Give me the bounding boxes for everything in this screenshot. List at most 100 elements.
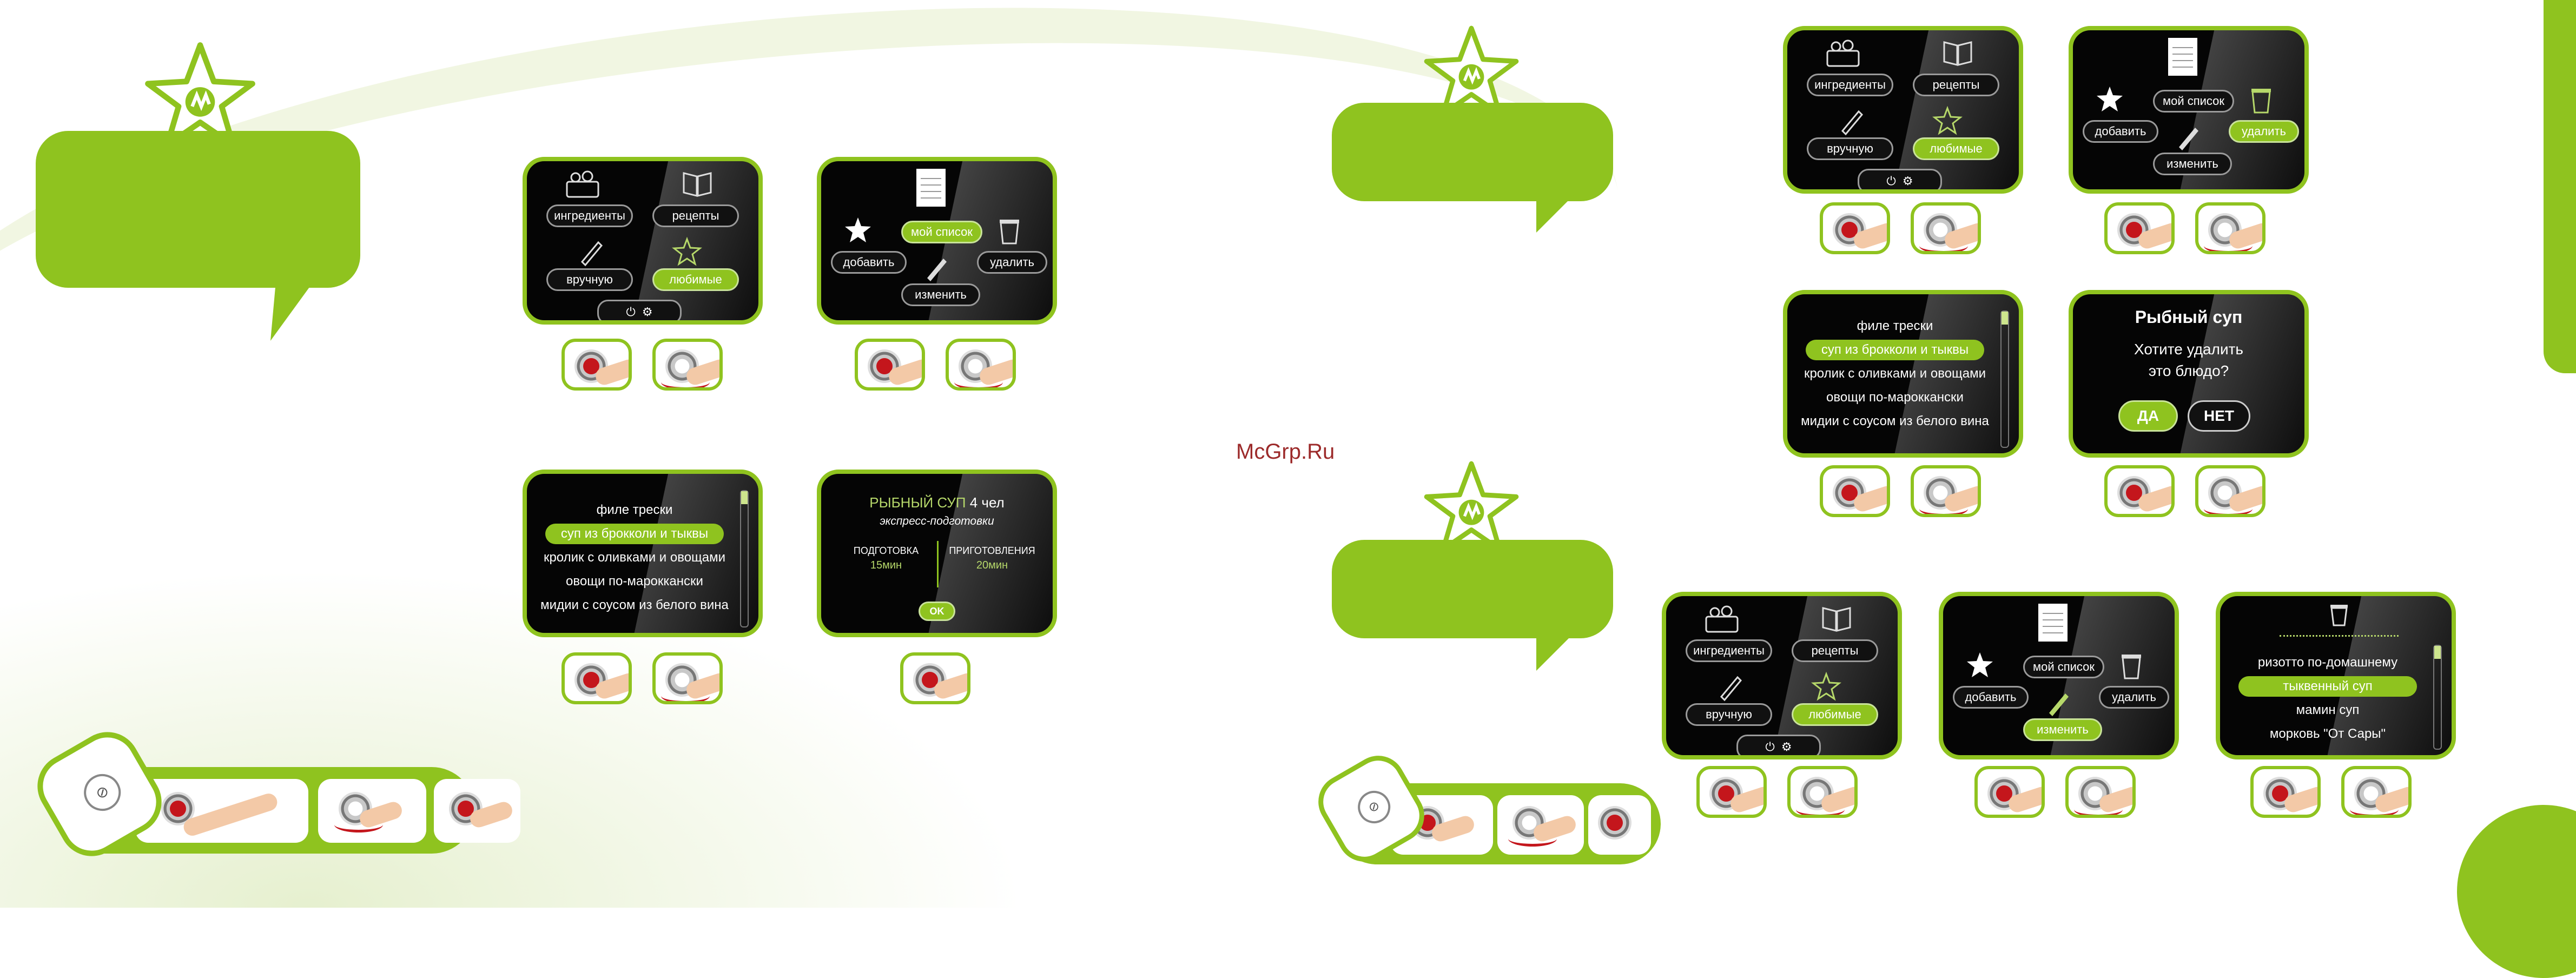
recipes-button[interactable]: рецепты: [1792, 639, 1878, 662]
edit-button[interactable]: изменить: [2153, 153, 2232, 175]
knob-turn-icon: [1787, 766, 1858, 818]
screen-main-menu: ингредиенты рецепты вручную любимые ⏻⚙: [523, 157, 763, 325]
recipes-button[interactable]: рецепты: [1913, 74, 1999, 96]
list-item[interactable]: морковь "От Сары": [2269, 726, 2386, 741]
control-legend: [1336, 783, 1661, 864]
favorites-button[interactable]: любимые: [1792, 703, 1878, 726]
favorites-button[interactable]: любимые: [652, 268, 739, 291]
settings-icon[interactable]: ⚙: [642, 305, 653, 319]
details-divider: [937, 541, 939, 587]
list-item[interactable]: кролик с оливками и овощами: [543, 550, 726, 565]
my-list-button[interactable]: мой список: [2153, 90, 2234, 113]
power-icon[interactable]: ⏻: [626, 305, 636, 319]
prep-value: 15мин: [870, 559, 902, 571]
edit-pen-icon: [2049, 693, 2069, 716]
manual-button[interactable]: вручную: [546, 268, 633, 291]
legend-press-back: [1588, 795, 1651, 855]
knob-press-icon: [1820, 465, 1890, 517]
manual-button[interactable]: вручную: [1686, 703, 1772, 726]
add-star-icon: [1967, 652, 1993, 677]
ingredients-button[interactable]: ингредиенты: [546, 204, 633, 227]
recipe-mode: экспресс-подготовки: [880, 515, 994, 527]
power-icon[interactable]: ⏻: [1886, 174, 1896, 188]
favorites-button[interactable]: любимые: [1913, 137, 1999, 160]
cook-label: ПРИГОТОВЛЕНИЯ: [949, 545, 1035, 556]
delete-button[interactable]: удалить: [2099, 686, 2169, 709]
power-settings-bar[interactable]: ⏻⚙: [597, 300, 682, 320]
notepad-icon: [2168, 38, 2197, 76]
manual-pen-icon: [580, 241, 603, 267]
knob-press-icon: [1974, 766, 2045, 818]
watermark: McGrp.Ru: [1236, 440, 1335, 464]
speech-bubble: [1332, 540, 1613, 638]
vegetables-basket-icon: [566, 170, 599, 198]
knob-press-icon: [2104, 202, 2175, 254]
scrollbar-thumb[interactable]: [2002, 312, 2008, 325]
knob-turn-icon: [1911, 202, 1981, 254]
list-item[interactable]: филе трески: [1857, 319, 1933, 333]
edit-button[interactable]: изменить: [901, 283, 980, 306]
add-star-icon: [845, 217, 871, 242]
scrollbar-thumb[interactable]: [741, 491, 748, 504]
add-star-icon: [2097, 87, 2123, 111]
recipes-button[interactable]: рецепты: [652, 204, 739, 227]
recipe-book-icon: [1943, 41, 1972, 66]
legend-turn-knob: [318, 779, 426, 843]
add-button[interactable]: добавить: [1953, 686, 2029, 709]
notepad-icon: [2038, 604, 2068, 642]
list-item-selected[interactable]: суп из брокколи и тыквы: [545, 524, 724, 544]
prep-label: ПОДГОТОВКА: [853, 545, 919, 556]
power-settings-bar[interactable]: ⏻⚙: [1858, 169, 1942, 189]
favorites-star-icon: [1932, 106, 1963, 135]
scrollbar[interactable]: [2000, 310, 2009, 448]
edit-button[interactable]: изменить: [2023, 718, 2102, 741]
delete-button[interactable]: удалить: [977, 251, 1047, 274]
my-list-button[interactable]: мой список: [901, 221, 982, 243]
manual-button[interactable]: вручную: [1807, 137, 1893, 160]
ok-button[interactable]: OK: [919, 602, 955, 621]
settings-icon[interactable]: ⚙: [1902, 174, 1913, 188]
scrollbar[interactable]: [740, 490, 749, 627]
manual-pen-icon: [1720, 676, 1742, 702]
dialog-question-line2: это блюдо?: [2148, 362, 2229, 379]
delete-button[interactable]: удалить: [2229, 120, 2299, 143]
no-button[interactable]: НЕТ: [2188, 400, 2250, 432]
list-item[interactable]: ризотто по-домашнему: [2257, 655, 2398, 670]
dialog-question-line1: Хотите удалить: [2134, 341, 2243, 358]
scrollbar-thumb[interactable]: [2434, 646, 2441, 659]
knob-press-icon: [562, 652, 632, 704]
knob-turn-icon: [652, 652, 723, 704]
scrollbar[interactable]: [2433, 645, 2442, 750]
power-settings-bar[interactable]: ⏻⚙: [1736, 735, 1821, 755]
yes-button[interactable]: ДА: [2118, 400, 2178, 432]
add-button[interactable]: добавить: [831, 251, 907, 274]
power-icon[interactable]: ⏻: [1765, 740, 1775, 754]
list-item-selected[interactable]: тыквенный суп: [2238, 676, 2417, 697]
speech-bubble: [1332, 103, 1613, 201]
ingredients-button[interactable]: ингредиенты: [1807, 74, 1893, 96]
list-item[interactable]: филе трески: [596, 503, 673, 517]
list-item[interactable]: овощи по-мароккански: [1826, 390, 1964, 405]
list-item[interactable]: мидии с соусом из белого вина: [540, 598, 729, 612]
legend-press-back: [434, 779, 520, 843]
add-button[interactable]: добавить: [2083, 120, 2158, 143]
star-hint-icon: [145, 42, 255, 148]
list-item[interactable]: кролик с оливками и овощами: [1804, 366, 1986, 381]
list-item[interactable]: овощи по-мароккански: [566, 574, 703, 589]
recipe-title: РЫБНЫЙ СУП: [869, 494, 966, 511]
list-item[interactable]: мамин суп: [2296, 703, 2360, 717]
list-item-selected[interactable]: суп из брокколи и тыквы: [1806, 340, 1984, 360]
knob-icon: ⊘: [1352, 785, 1397, 829]
ingredients-button[interactable]: ингредиенты: [1686, 639, 1772, 662]
legend-press-knob: [135, 779, 308, 843]
my-list-button[interactable]: мой список: [2023, 656, 2104, 678]
list-item[interactable]: мидии с соусом из белого вина: [1801, 414, 1989, 428]
screen-favorites-actions: мой список добавить удалить изменить: [817, 157, 1057, 325]
knob-press-icon: [900, 652, 970, 704]
knob-turn-icon: [652, 339, 723, 391]
legend-turn-knob: [1497, 795, 1584, 855]
screen-main-menu: ингредиенты рецепты вручную любимые ⏻⚙: [1783, 26, 2023, 194]
vegetables-basket-icon: [1826, 39, 1860, 67]
screen-recipe-details: РЫБНЫЙ СУП 4 чел экспресс-подготовки ПОД…: [817, 470, 1057, 637]
settings-icon[interactable]: ⚙: [1781, 740, 1792, 754]
